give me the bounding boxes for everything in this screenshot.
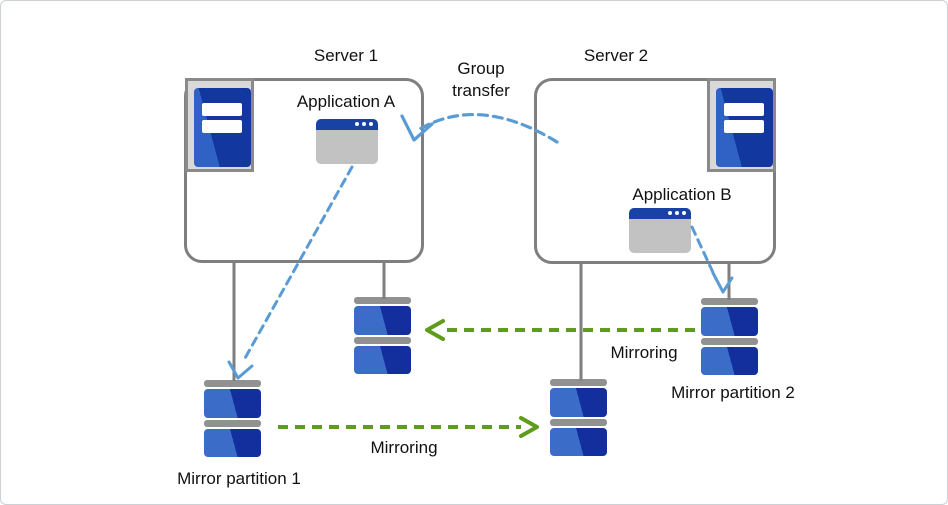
server1-local-disk-icon <box>354 297 411 374</box>
application-b-window-icon <box>629 208 691 253</box>
server1-label: Server 1 <box>313 46 379 65</box>
mirroring-arrowhead-lower-icon <box>519 416 539 438</box>
application-b-label: Application B <box>632 185 732 204</box>
mirroring-arrowhead-upper-icon <box>425 319 445 341</box>
mirroring-label-lower: Mirroring <box>370 438 438 457</box>
app-b-arrowhead-icon <box>711 271 734 294</box>
application-a-window-icon <box>316 119 378 164</box>
window-dots-icon <box>668 211 686 215</box>
mirror-partition-1-label: Mirror partition 1 <box>177 469 301 488</box>
app-a-arrowhead-icon <box>227 360 254 380</box>
window-dots-icon <box>355 122 373 126</box>
server1-server-icon <box>185 78 254 172</box>
server2-local-disk-icon <box>550 379 607 456</box>
mirroring-label-upper: Mirroring <box>610 343 678 362</box>
server2-label: Server 2 <box>583 46 649 65</box>
group-transfer-label: Group transfer <box>452 59 510 101</box>
server2-server-icon <box>707 78 776 172</box>
mirror-partition-2-disk-icon <box>701 298 758 375</box>
mirror-partition-1-disk-icon <box>204 380 261 457</box>
mirror-partition-2-label: Mirror partition 2 <box>671 383 795 402</box>
application-a-label: Application A <box>296 92 396 111</box>
server-tower-icon <box>194 88 251 167</box>
server-tower-icon <box>716 88 773 167</box>
